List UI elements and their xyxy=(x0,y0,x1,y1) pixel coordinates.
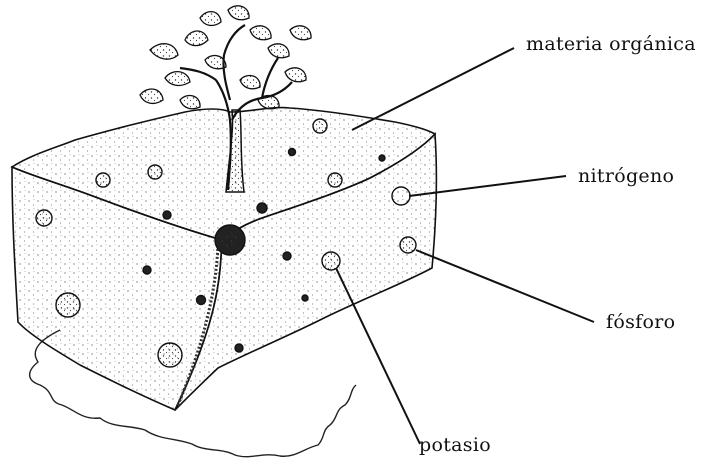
nutrient-nodule-icon xyxy=(400,237,416,253)
nutrient-nodule-icon xyxy=(36,210,52,226)
nutrient-nodule-icon xyxy=(163,211,171,219)
nutrient-nodule-icon xyxy=(257,203,267,213)
nutrient-nodule-icon xyxy=(96,173,110,187)
nutrient-nodule-icon xyxy=(197,296,206,305)
leader-line-materia-organica xyxy=(352,48,514,130)
leader-line-potasio xyxy=(336,268,420,444)
nutrient-nodule-icon xyxy=(235,344,243,352)
leader-line-fosforo xyxy=(416,250,594,322)
nutrient-nodule-icon xyxy=(322,252,340,270)
label-nitrogeno: nitrógeno xyxy=(578,165,674,187)
nutrient-nodule-icon xyxy=(379,155,385,161)
nutrient-nodule-icon xyxy=(158,343,182,367)
nutrient-nodule-icon xyxy=(302,295,308,301)
nutrient-nodule-icon xyxy=(56,293,80,317)
nutrient-nodule-icon xyxy=(143,266,151,274)
nutrient-nodule-icon xyxy=(328,173,342,187)
label-potasio: potasio xyxy=(419,434,491,456)
nutrient-nodule-icon xyxy=(283,252,291,260)
nutrient-nodule-icon xyxy=(148,165,162,179)
nutrient-nodule-icon xyxy=(289,149,296,156)
nutrient-nodule-icon xyxy=(392,187,410,205)
label-materia-organica: materia orgánica xyxy=(526,33,696,55)
nutrient-nodule-icon xyxy=(313,119,327,133)
label-fosforo: fósforo xyxy=(606,311,675,333)
